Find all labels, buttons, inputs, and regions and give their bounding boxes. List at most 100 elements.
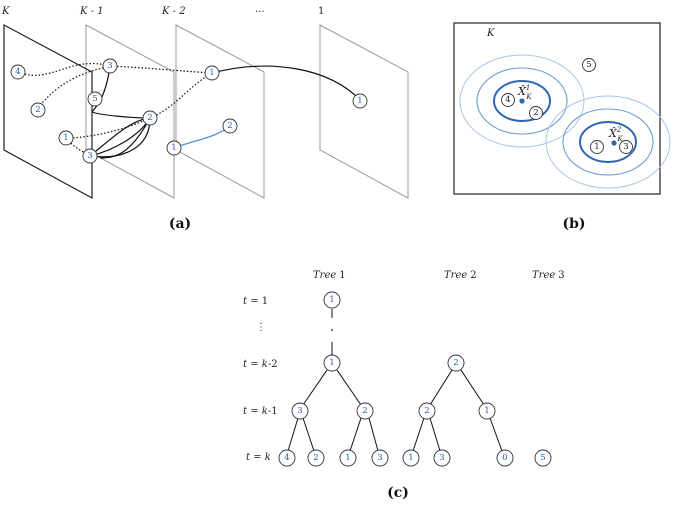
centroid-2-dot [611,140,617,146]
node-c-t1-k2: 1 [323,354,341,372]
svg-text:5: 5 [540,453,545,463]
node-a-2-blue: 2 [222,118,238,134]
edge-t2-1-0 [489,417,503,452]
svg-text:1: 1 [594,142,599,152]
node-b-2: 2 [529,106,543,120]
node-a-2: 2 [30,102,46,118]
svg-text:2: 2 [424,406,429,416]
svg-text:3: 3 [623,142,628,152]
node-a-2-mid: 2 [142,110,158,126]
svg-text:3: 3 [377,453,382,463]
caption-c: (c) [387,485,409,501]
node-a-3-low: 3 [82,148,98,164]
node-c-t1-2: 2 [356,402,374,420]
cluster-1-outer [459,54,585,148]
plane-label-k: K [1,6,10,17]
svg-text:1: 1 [209,68,214,78]
centroid-1-dot [519,98,525,104]
node-c-t2-1: 1 [478,402,496,420]
svg-text:4: 4 [284,453,289,463]
frame-label-k: K [486,28,495,39]
t-label-k: t = k [246,452,271,463]
link-1a-to-3a [65,137,91,157]
plane-label-k-minus-2: K - 2 [161,6,186,17]
node-c-t1-root: 1 [323,291,341,309]
link-3-to-2a [90,65,151,119]
edge-t1-1-3 [302,369,328,406]
node-c-t2-3-leaf: 3 [433,449,451,467]
svg-text:3: 3 [87,151,92,161]
node-c-t1-1-leaf: 1 [339,449,357,467]
plane-k-minus-1 [85,24,175,199]
edge-t1-2-1 [349,417,362,452]
svg-text:2: 2 [147,113,152,123]
t-label-k1: t = k-1 [243,406,278,417]
cluster-2-mid [562,108,654,176]
link-1a-to-2 [65,117,151,139]
edge-t2-2-2 [429,369,453,406]
node-a-5: 5 [87,91,103,107]
edge-t2-2-1 [460,369,485,406]
edge-t1-1-2 [336,369,362,406]
node-a-4: 4 [10,64,26,80]
cluster-1-mid [476,67,568,135]
node-a-1-left: 1 [58,130,74,146]
t-label-vdots: ⋮ [256,322,266,333]
svg-text:4: 4 [15,67,20,77]
node-c-t1-4: 4 [278,449,296,467]
svg-text:3: 3 [297,406,302,416]
svg-text:1: 1 [345,453,350,463]
svg-text:2: 2 [227,121,232,131]
node-b-1: 1 [590,140,604,154]
plane-label-1: 1 [318,6,324,17]
edge-t1-2-3 [368,417,379,452]
t-label-1: t = 1 [243,296,268,307]
edge-t1-dot [331,329,333,331]
caption-b: (b) [562,216,585,232]
cluster-2-inner [579,121,637,163]
frame-k [453,22,661,195]
link-3-to-1 [109,65,213,74]
node-b-3: 3 [619,140,633,154]
node-c-t1-3: 3 [291,402,309,420]
node-c-t2-root: 2 [447,354,465,372]
node-c-t3-5: 5 [534,449,552,467]
node-c-t2-2: 2 [418,402,436,420]
svg-text:2: 2 [533,108,538,118]
link-1b-to-2b [173,125,231,149]
svg-text:1: 1 [329,295,334,305]
link-4-to-3 [17,62,111,76]
node-b-5: 5 [582,58,596,72]
svg-text:1: 1 [63,133,68,143]
svg-text:2: 2 [35,105,40,115]
svg-text:1: 1 [171,143,176,153]
svg-text:5: 5 [92,94,97,104]
svg-text:1: 1 [357,96,362,106]
plane-label-k-minus-1: K - 1 [79,6,104,17]
link-3a-to-2-low [89,117,151,158]
cluster-2-outer [545,95,671,189]
svg-text:2: 2 [313,453,318,463]
caption-a: (a) [169,216,191,232]
edge-t1-3-4 [287,417,299,452]
node-a-1-k2: 1 [204,65,220,81]
link-2-to-1 [149,72,213,119]
svg-text:3: 3 [439,453,444,463]
node-a-3: 3 [102,58,118,74]
edge-t2-2-3 [429,417,441,452]
t-label-k2: t = k-2 [243,359,278,370]
plane-k-minus-2 [175,24,265,199]
plane-label-ellipsis: ... [255,4,265,15]
cluster-1-inner [493,80,551,122]
svg-text:1: 1 [484,406,489,416]
svg-text:2: 2 [362,406,367,416]
plane-k [3,23,93,200]
